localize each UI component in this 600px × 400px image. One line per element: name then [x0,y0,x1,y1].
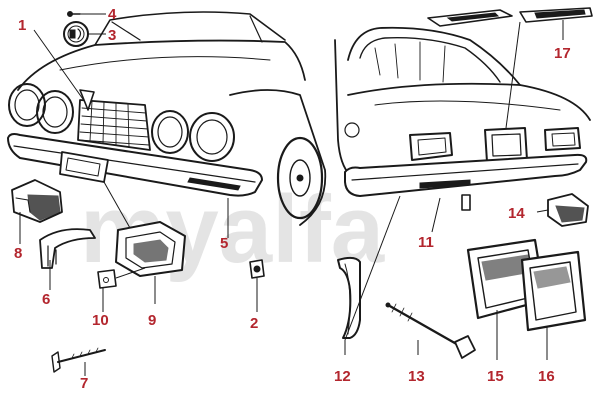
callout-9: 9 [148,312,156,329]
callout-7: 7 [80,375,88,392]
callout-5: 5 [220,235,228,252]
callout-2: 2 [250,315,258,332]
part-16-gasket [520,250,587,332]
callout-17: 17 [554,45,571,62]
callout-15: 15 [487,368,504,385]
part-2-nut-clip [249,259,265,279]
part-13-long-bolt [385,302,476,359]
callout-11: 11 [418,234,434,251]
part-7-bolt [51,347,106,373]
part-17-trim-strips [427,7,593,27]
callout-1: 1 [18,17,26,34]
callout-6: 6 [42,291,50,308]
part-6-bracket [39,228,96,269]
part-14-rubber-block [547,193,589,227]
part-10-clip [97,267,146,289]
callout-16: 16 [538,368,555,385]
part-12-bumper-end [337,256,361,339]
leader-lines [19,13,564,376]
front-car-illustration [7,11,327,229]
callout-12: 12 [334,368,351,385]
callout-labels: 1 2 3 4 5 6 7 8 9 10 11 12 13 14 15 16 1… [14,6,571,392]
callout-3: 3 [108,27,116,44]
callout-4: 4 [108,6,117,23]
callout-10: 10 [92,312,109,329]
callout-14: 14 [508,205,525,222]
part-3-alfa-badge [63,21,89,47]
callout-13: 13 [408,368,425,385]
callout-8: 8 [14,245,22,262]
part-8-rubber-block [11,179,63,223]
part-9-plate-bracket [115,221,186,277]
rear-car-illustration [334,26,591,211]
